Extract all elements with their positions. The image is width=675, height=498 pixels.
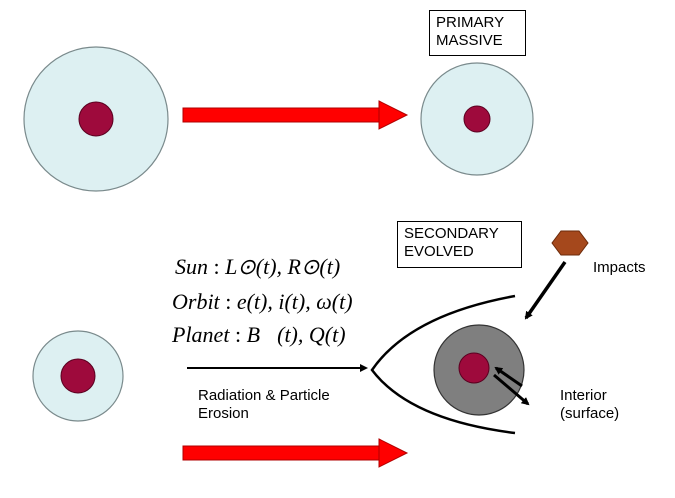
primary-planet-initial	[23, 46, 169, 192]
interior-arrows	[493, 366, 530, 406]
box-line-1: PRIMARY	[436, 14, 505, 31]
equation-planet-terms: B⃗(t), Q(t)	[246, 322, 346, 347]
bottom-evolution-arrow	[182, 438, 409, 468]
equation-sun: Sun : L⊙(t), R⊙(t)	[175, 254, 341, 279]
core	[60, 358, 96, 394]
erosion-line-2: Erosion	[198, 405, 249, 422]
core	[78, 101, 114, 137]
bow-shock-curve	[370, 294, 516, 435]
equation-planet: Planet : B⃗(t), Q(t)	[172, 322, 346, 347]
equation-orbit-name: Orbit	[172, 289, 220, 314]
interior-label: Interior (surface)	[560, 387, 619, 423]
equation-orbit: Orbit : e(t), i(t), ω(t)	[172, 289, 353, 314]
erosion-label: Radiation & Particle Erosion	[198, 387, 330, 423]
equation-orbit-terms: e(t), i(t), ω(t)	[236, 289, 353, 314]
equation-sun-name: Sun	[175, 254, 208, 279]
secondary-evolved-box: SECONDARY EVOLVED	[397, 221, 522, 268]
impacts-label: Impacts	[593, 259, 646, 276]
erosion-line-1: Radiation & Particle	[198, 387, 330, 404]
impact-arrow	[524, 260, 567, 320]
interior-line-2: (surface)	[560, 405, 620, 422]
equation-sun-terms: L⊙(t), R⊙(t)	[225, 254, 341, 279]
top-evolution-arrow	[182, 100, 409, 130]
small-planet	[32, 330, 124, 422]
core	[463, 105, 491, 133]
primary-planet-massive	[420, 62, 534, 176]
equation-planet-name: Planet	[172, 322, 230, 347]
interior-line-1: Interior	[560, 387, 607, 404]
core	[458, 352, 490, 384]
box-line-1: SECONDARY	[404, 225, 499, 242]
impactor-hexagon	[551, 230, 589, 256]
primary-massive-box: PRIMARY MASSIVE	[429, 10, 526, 56]
box-line-2: EVOLVED	[404, 243, 474, 260]
secondary-planet-evolved	[433, 324, 525, 416]
box-line-2: MASSIVE	[436, 32, 503, 49]
